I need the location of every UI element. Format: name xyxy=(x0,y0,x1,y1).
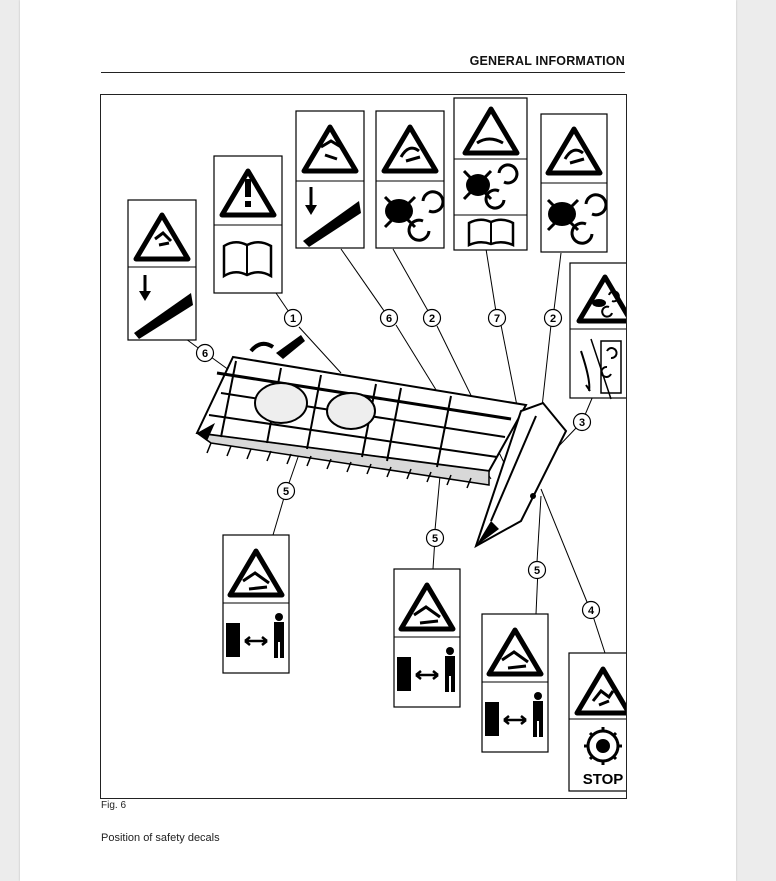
callout-6-left: 6 xyxy=(202,348,208,360)
figure-drawing: STOP 6 1 6 2 7 2 3 xyxy=(127,97,626,792)
decal-5-left xyxy=(222,534,290,674)
decal-4: STOP xyxy=(568,652,626,792)
decal-3 xyxy=(569,262,626,400)
callout-2-top: 2 xyxy=(429,313,435,325)
callout-7: 7 xyxy=(494,313,500,325)
decal-2-right xyxy=(540,113,608,253)
callout-3: 3 xyxy=(579,417,585,429)
decal-7 xyxy=(453,97,528,251)
callout-6-top: 6 xyxy=(386,313,392,325)
callout-1: 1 xyxy=(290,313,296,325)
combine-header-illustration xyxy=(195,335,568,549)
decal-6-top xyxy=(295,110,365,249)
callout-5-right: 5 xyxy=(534,565,540,577)
figure-label: Fig. 6 xyxy=(101,800,127,811)
callout-2-right: 2 xyxy=(550,313,556,325)
callout-markers: 6 1 6 2 7 2 3 5 5 xyxy=(195,308,601,620)
stop-label: STOP xyxy=(583,771,624,788)
decal-5-middle xyxy=(393,568,461,708)
section-header: GENERAL INFORMATION xyxy=(469,54,625,68)
decal-5-right xyxy=(481,613,549,753)
figure-caption: Position of safety decals xyxy=(101,832,220,844)
decal-2-top xyxy=(375,110,445,249)
header-rule xyxy=(101,72,625,73)
callout-4: 4 xyxy=(588,605,595,617)
decal-1 xyxy=(213,155,283,294)
callout-5-left: 5 xyxy=(283,486,289,498)
decal-6-left xyxy=(127,199,197,341)
safety-decal-figure: STOP 6 1 6 2 7 2 3 xyxy=(100,94,627,799)
document-page: GENERAL INFORMATION xyxy=(20,0,736,881)
callout-5-middle: 5 xyxy=(432,533,438,545)
